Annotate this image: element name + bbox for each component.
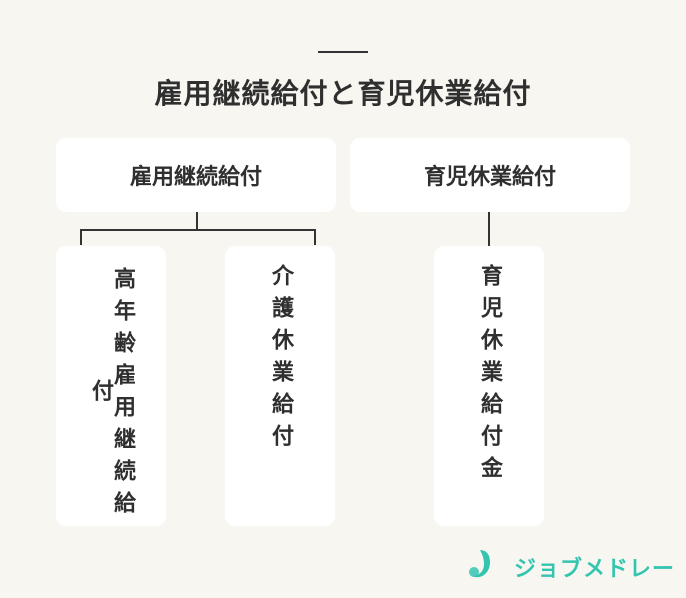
category-label-employment-continuation: 雇用継続給付 bbox=[129, 165, 262, 190]
connector-right-stem bbox=[488, 212, 490, 246]
child-label-care-leave: 介護休業給付 bbox=[268, 264, 293, 456]
connector-left-bar bbox=[80, 229, 316, 231]
child-label-childcare-benefit: 育児休業給付金 bbox=[477, 264, 502, 488]
diagram-title: 雇用継続給付と育児休業給付 bbox=[154, 77, 532, 110]
child-box-care-leave: 介護休業給付 bbox=[225, 246, 335, 526]
connector-left-drop-1 bbox=[80, 229, 82, 245]
category-box-employment-continuation: 雇用継続給付 bbox=[56, 138, 336, 212]
jobmedley-logo-icon bbox=[469, 550, 490, 578]
child-label-elderly-employment: 高年齢雇用継続給付 bbox=[88, 267, 135, 523]
connector-left-drop-2 bbox=[314, 229, 316, 245]
child-box-childcare-benefit: 育児休業給付金 bbox=[434, 246, 544, 526]
title-rule bbox=[318, 51, 368, 53]
child-box-elderly-employment: 高年齢雇用継続給付 bbox=[56, 246, 166, 526]
connector-left-stem bbox=[196, 212, 198, 230]
category-label-childcare-leave: 育児休業給付 bbox=[423, 165, 556, 190]
logo-text: ジョブメドレー bbox=[514, 557, 676, 582]
category-box-childcare-leave: 育児休業給付 bbox=[350, 138, 630, 212]
